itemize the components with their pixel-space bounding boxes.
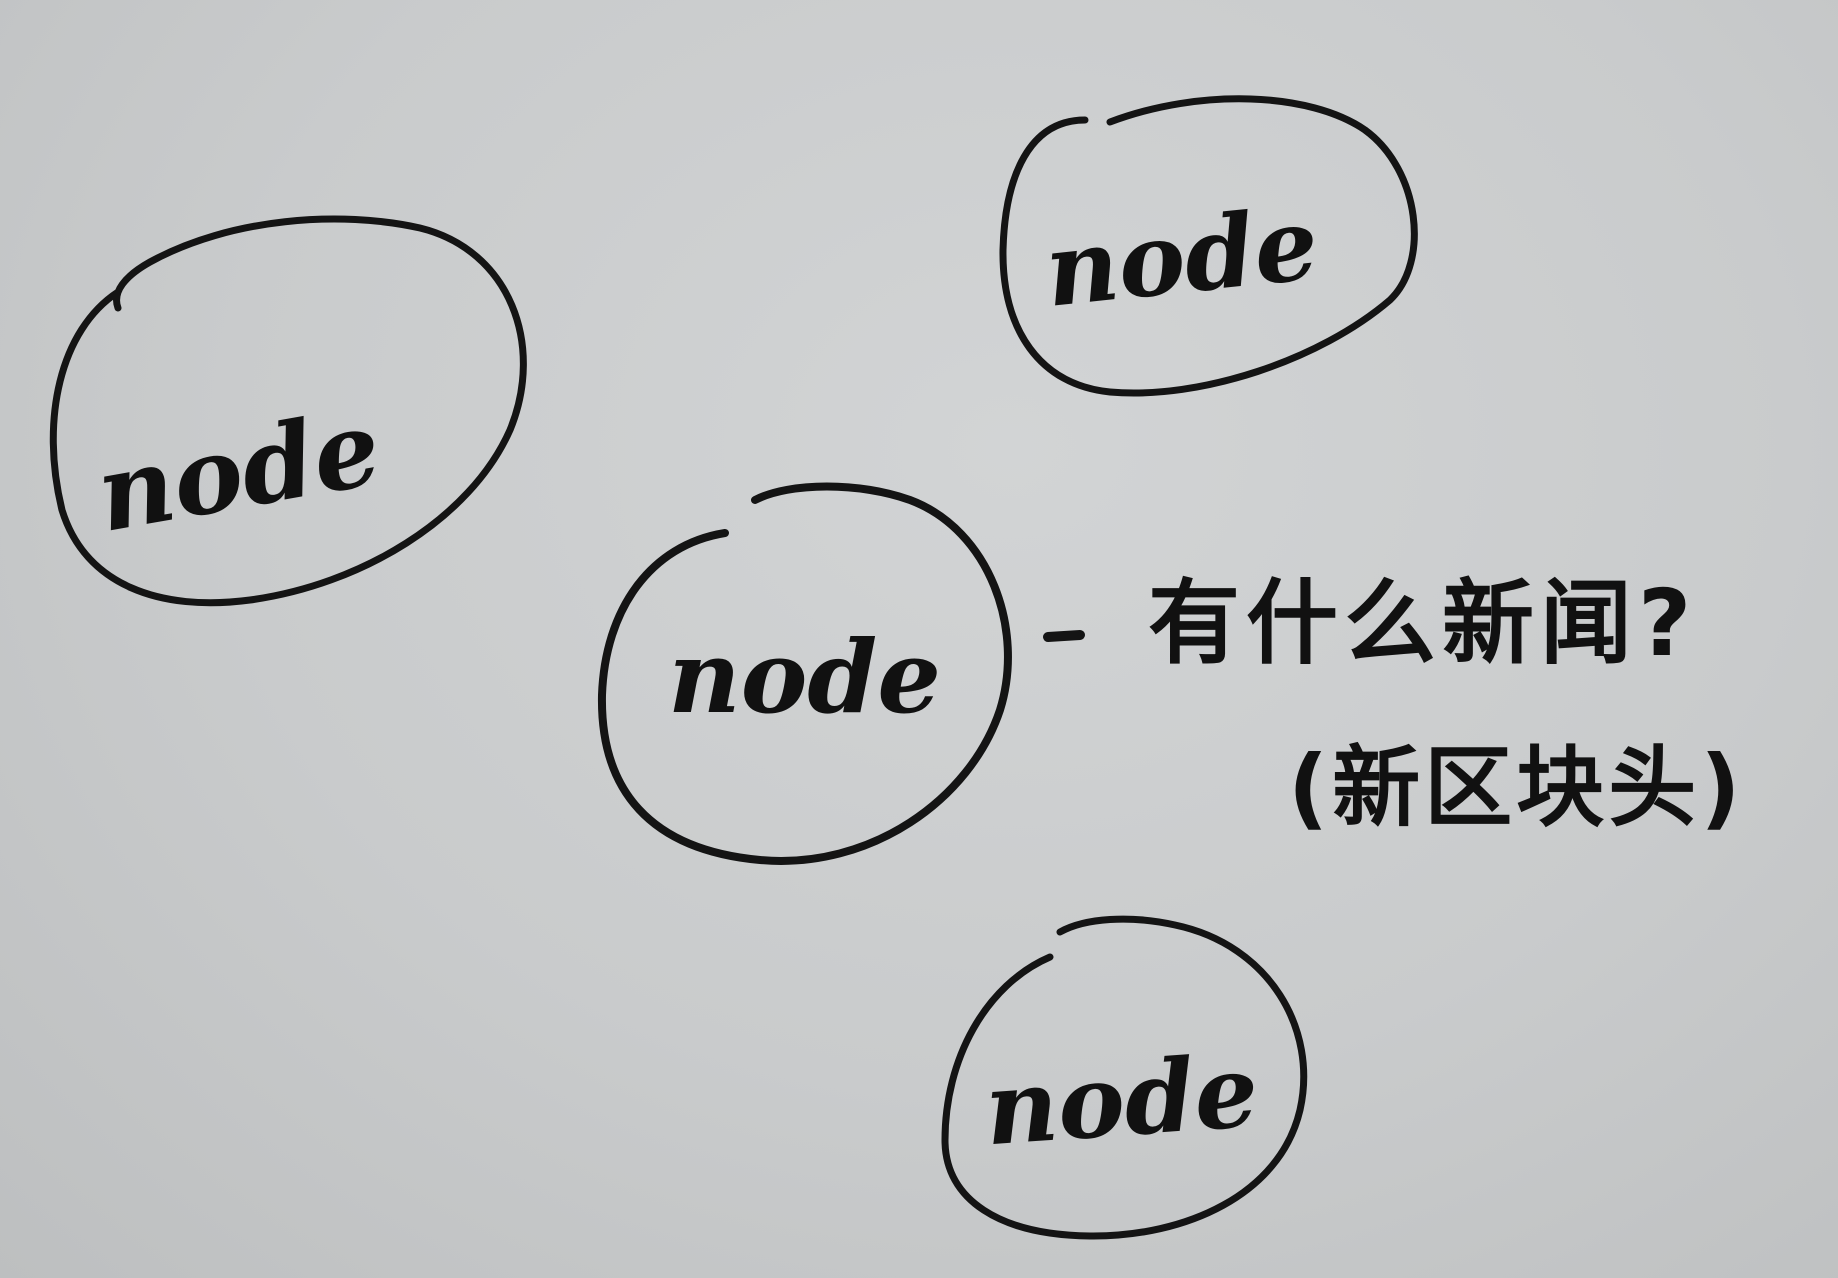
annotation-connector-dash — [1043, 630, 1085, 642]
node-center-circle — [597, 482, 1012, 865]
annotation-subtext: (新区块头) — [1288, 736, 1744, 839]
node-center-label: node — [668, 618, 941, 736]
node-top-right: node — [999, 95, 1418, 397]
node-bottom: node — [941, 915, 1308, 1240]
node-top-left-circle — [49, 215, 527, 607]
node-top-right-label: node — [1040, 184, 1324, 330]
node-center: node — [597, 482, 1012, 865]
node-bottom-circle — [941, 915, 1308, 1240]
node-top-right-circle — [999, 95, 1418, 397]
node-top-left: node — [49, 215, 527, 607]
node-top-left-label: node — [88, 385, 389, 555]
annotation-question: 有什么新闻? — [1148, 570, 1697, 677]
node-bottom-label: node — [981, 1032, 1262, 1169]
